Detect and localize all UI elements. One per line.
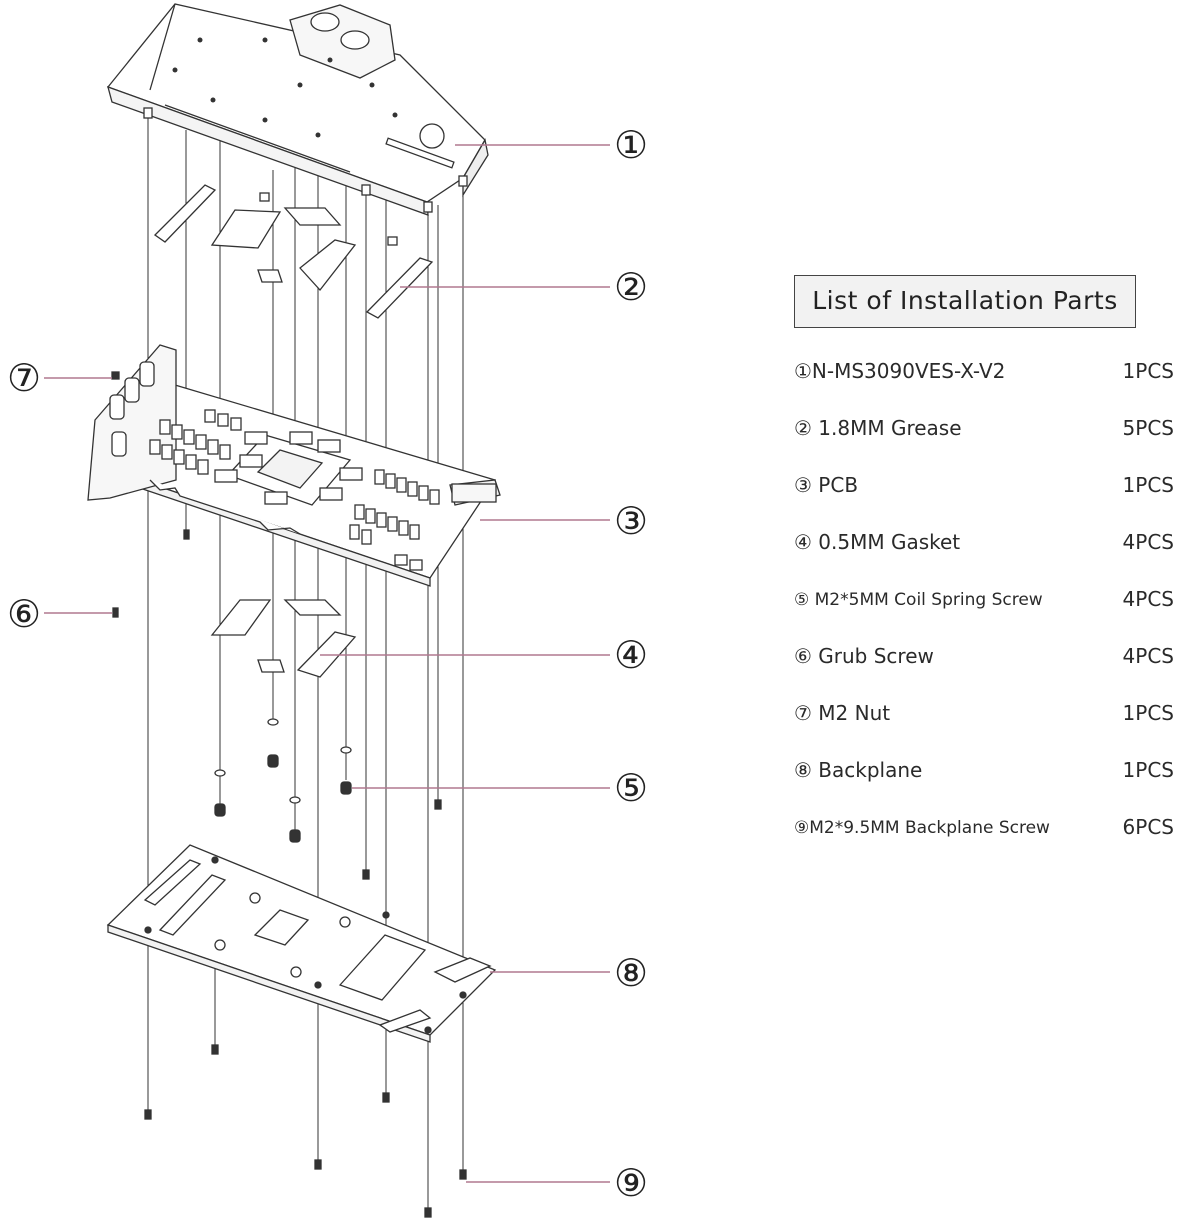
part-name: ⑨M2*9.5MM Backplane Screw [794, 818, 1050, 838]
callout-1: ① [614, 123, 648, 167]
parts-list-title: List of Installation Parts [794, 275, 1136, 328]
callout-9: ⑨ [614, 1161, 648, 1205]
callout-2: ② [614, 265, 648, 309]
part-name: ④ 0.5MM Gasket [794, 530, 961, 554]
thermal-pads [153, 184, 434, 319]
callout-6: ⑥ [7, 592, 41, 636]
list-item: ⑥ Grub Screw 4PCS [794, 640, 1178, 697]
callout-8: ⑧ [614, 951, 648, 995]
list-item: ⑧ Backplane 1PCS [794, 754, 1178, 811]
callout-4: ④ [614, 633, 648, 677]
part-qty: 5PCS [1122, 416, 1174, 440]
part-name: ⑤ M2*5MM Coil Spring Screw [794, 590, 1043, 610]
pcb [87, 344, 501, 587]
list-item: ④ 0.5MM Gasket 4PCS [794, 526, 1178, 583]
list-item: ⑤ M2*5MM Coil Spring Screw 4PCS [794, 583, 1178, 640]
list-item: ①N-MS3090VES-X-V2 1PCS [794, 355, 1178, 412]
m2-nut [111, 371, 120, 380]
list-item: ⑦ M2 Nut 1PCS [794, 697, 1178, 754]
callout-3: ③ [614, 499, 648, 543]
part-name: ③ PCB [794, 473, 859, 497]
part-name: ⑥ Grub Screw [794, 644, 934, 668]
list-item: ③ PCB 1PCS [794, 469, 1178, 526]
part-qty: 1PCS [1122, 758, 1174, 782]
backplane [106, 844, 497, 1043]
callout-numbers: ① ② ③ ④ ⑤ ⑧ ⑨ ⑦ ⑥ [7, 123, 648, 1205]
grub-screw [112, 529, 190, 618]
part-name: ①N-MS3090VES-X-V2 [794, 359, 1006, 383]
part-qty: 1PCS [1122, 473, 1174, 497]
backplane-screws [144, 1044, 467, 1218]
part-qty: 4PCS [1122, 587, 1174, 611]
part-name: ② 1.8MM Grease [794, 416, 962, 440]
part-name: ⑧ Backplane [794, 758, 923, 782]
callout-leaders [44, 144, 610, 1183]
part-qty: 1PCS [1122, 359, 1174, 383]
list-item: ② 1.8MM Grease 5PCS [794, 412, 1178, 469]
callout-7: ⑦ [7, 356, 41, 400]
part-name: ⑦ M2 Nut [794, 701, 891, 725]
part-qty: 1PCS [1122, 701, 1174, 725]
coil-spring-screws [214, 718, 442, 880]
part-qty: 4PCS [1122, 644, 1174, 668]
callout-5: ⑤ [614, 766, 648, 810]
parts-list: ①N-MS3090VES-X-V2 1PCS ② 1.8MM Grease 5P… [794, 355, 1178, 868]
part-qty: 4PCS [1122, 530, 1174, 554]
water-block [106, 3, 489, 216]
list-item: ⑨M2*9.5MM Backplane Screw 6PCS [794, 811, 1178, 868]
part-qty: 6PCS [1122, 815, 1174, 839]
gaskets [210, 599, 357, 678]
